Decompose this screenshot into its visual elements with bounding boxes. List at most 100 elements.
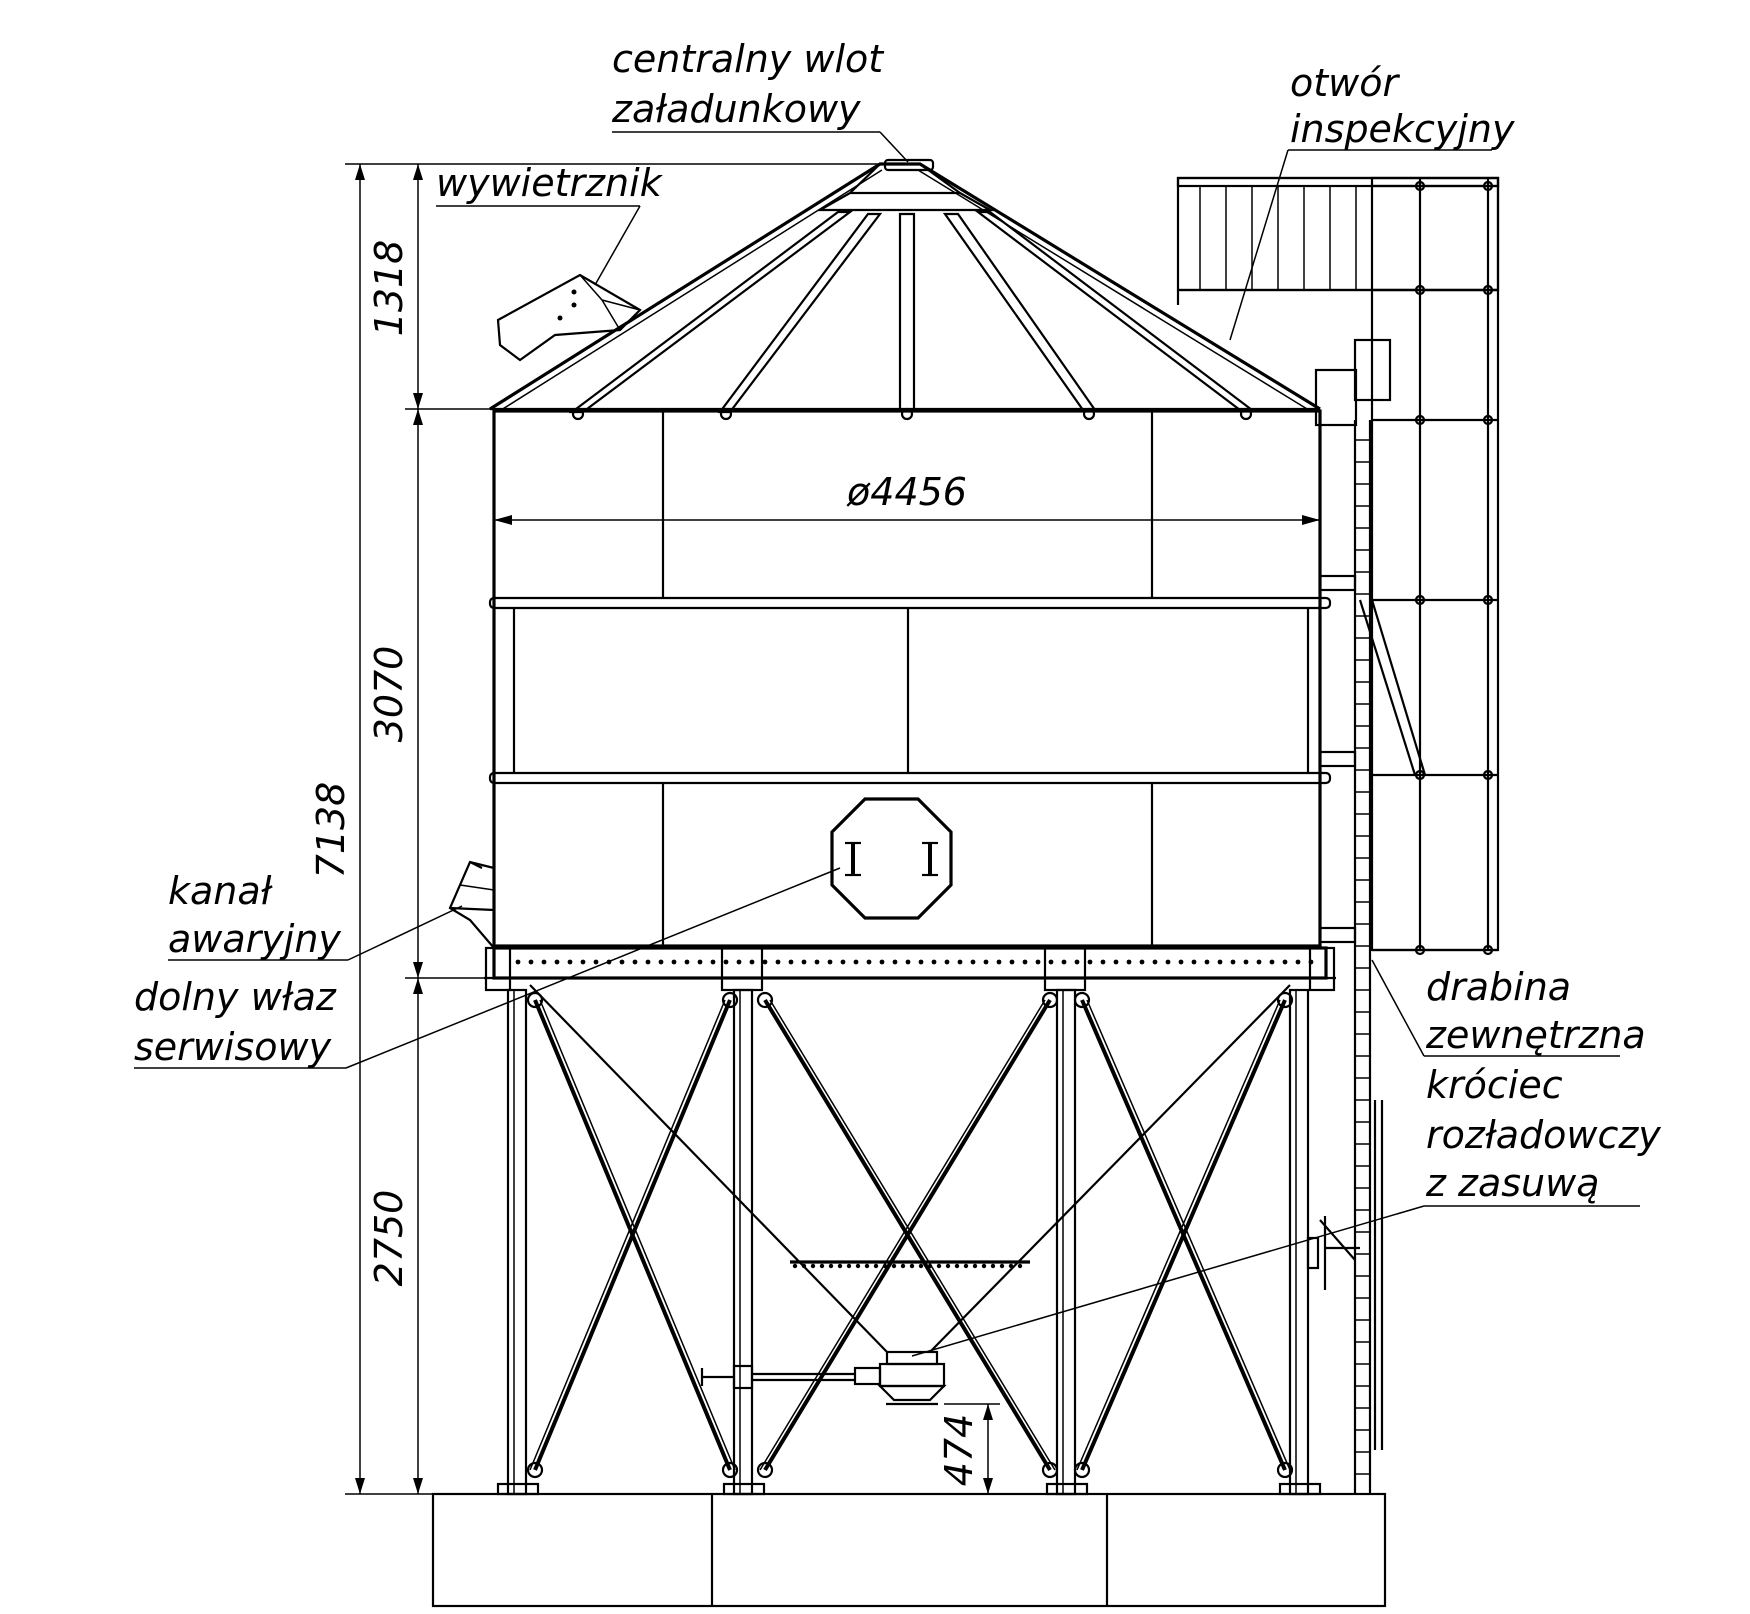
bolt [892, 959, 898, 965]
bolt [936, 1263, 942, 1269]
label-central-inlet-line1: centralny wlot [612, 37, 885, 81]
dim-roof-height: 1318 [367, 240, 411, 337]
bolt [957, 959, 963, 965]
bolt [810, 1263, 816, 1269]
label-outlet-line1: króciec [1426, 1063, 1563, 1107]
external-ladder [1306, 368, 1384, 1494]
bolt [1282, 959, 1288, 965]
bolt [1061, 959, 1067, 965]
dimension-lines [345, 163, 1320, 1495]
bolt [840, 959, 846, 965]
ladder-cage [1176, 176, 1500, 956]
bolt [1191, 959, 1197, 965]
label-ladder-line1: drabina [1426, 965, 1571, 1009]
joint [1482, 594, 1494, 606]
bolt [1152, 959, 1158, 965]
label-emergency-line2: awaryjny [168, 917, 341, 961]
bolt [944, 959, 950, 965]
joint [1414, 180, 1426, 192]
bolt [541, 959, 547, 965]
bolt [593, 959, 599, 965]
joint [1482, 944, 1494, 956]
bolt [853, 959, 859, 965]
bolt [972, 1263, 978, 1269]
bolt [873, 1263, 879, 1269]
bolt [981, 1263, 987, 1269]
bolt [1217, 959, 1223, 965]
bolt [1100, 959, 1106, 965]
joint [1414, 594, 1426, 606]
bolt [801, 959, 807, 965]
roof-vent [496, 273, 642, 362]
ring-beam-bolts [515, 959, 1314, 965]
bolt [1087, 959, 1093, 965]
callout-labels: centralny wlot załadunkowy wywietrznik o… [134, 37, 1661, 1205]
bolt [1269, 959, 1275, 965]
bolt [905, 959, 911, 965]
bolt [879, 959, 885, 965]
bolt [891, 1263, 897, 1269]
hopper-cone [529, 984, 1291, 1353]
ring-beam [484, 946, 1336, 992]
bolt [827, 959, 833, 965]
label-ladder-line2: zewnętrzna [1425, 1013, 1646, 1057]
cage-hoops [1372, 180, 1498, 956]
cage-top-slats [1199, 186, 1357, 290]
bolt [619, 959, 625, 965]
bolt [882, 1263, 888, 1269]
bolt [684, 959, 690, 965]
dim-body-height: 3070 [367, 646, 411, 743]
bolt [697, 959, 703, 965]
label-manhole-line1: dolny właz [134, 975, 337, 1019]
bolt [1008, 1263, 1014, 1269]
dimension-labels: 1318 3070 7138 2750 474 ø4456 [309, 240, 981, 1487]
label-outlet-line3: z zasuwą [1425, 1161, 1600, 1205]
bolt [1022, 959, 1028, 965]
label-emergency-line1: kanał [168, 869, 274, 913]
foundation-blocks [431, 1492, 1387, 1608]
leader-lines [134, 131, 1640, 1357]
bolt [554, 959, 560, 965]
bolt [927, 1263, 933, 1269]
label-inspection-line2: inspekcyjny [1290, 107, 1515, 151]
bolt [515, 959, 521, 965]
joint [1414, 414, 1426, 426]
bolt [1256, 959, 1262, 965]
bolt [963, 1263, 969, 1269]
bolt [1204, 959, 1210, 965]
bolt [918, 959, 924, 965]
bolt [792, 1263, 798, 1269]
bolt [1074, 959, 1080, 965]
label-manhole-line2: serwisowy [134, 1025, 332, 1069]
joint [1482, 414, 1494, 426]
label-central-inlet-line2: załadunkowy [611, 87, 861, 131]
bolt [1230, 959, 1236, 965]
bolt [828, 1263, 834, 1269]
bolt [909, 1263, 915, 1269]
bolt [864, 1263, 870, 1269]
bolt [671, 959, 677, 965]
silo-body [488, 409, 1332, 948]
bolt [658, 959, 664, 965]
support-columns [496, 988, 1322, 1496]
label-vent: wywietrznik [436, 161, 664, 205]
bolt [762, 959, 768, 965]
bolt [819, 1263, 825, 1269]
bolt [983, 959, 989, 965]
bolt [723, 959, 729, 965]
bolt [567, 959, 573, 965]
dim-leg-height: 2750 [367, 1190, 411, 1287]
bolt [855, 1263, 861, 1269]
bolt [970, 959, 976, 965]
bolt [580, 959, 586, 965]
bolt [1126, 959, 1132, 965]
service-manhole [830, 797, 953, 920]
bolt [788, 959, 794, 965]
emergency-channel [448, 860, 496, 951]
bolt [749, 959, 755, 965]
bolt [900, 1263, 906, 1269]
bolt [1165, 959, 1171, 965]
bolt [1035, 959, 1041, 965]
bolt [1243, 959, 1249, 965]
